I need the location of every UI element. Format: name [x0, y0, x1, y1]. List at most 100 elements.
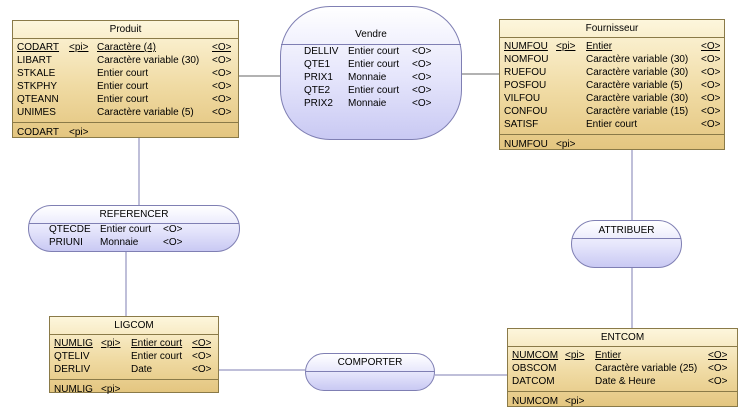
attribute-identifier	[101, 363, 131, 376]
attribute-row: NUMFOU<pi>Entier<O>	[504, 40, 724, 53]
attribute-identifier	[69, 80, 97, 93]
attribute-name: PRIX1	[304, 72, 333, 83]
attribute-mandatory: <O>	[212, 55, 232, 66]
attribute-type: Entier court	[131, 351, 183, 362]
attribute-type: Monnaie	[100, 237, 139, 248]
attribute-type: Caractère variable (30)	[586, 67, 689, 78]
association-divider	[281, 44, 461, 45]
association-title: ATTRIBUER	[598, 225, 655, 236]
attribute-mandatory: <O>	[192, 364, 212, 375]
attribute-name: DERLIV	[54, 364, 91, 375]
entity-produit[interactable]: Produit CODART<pi>Caractère (4)<O>LIBART…	[12, 20, 239, 138]
attribute-identifier	[69, 93, 97, 106]
attribute-row: RUEFOU Caractère variable (30) <O>	[504, 66, 724, 79]
identifier-tag: <pi>	[101, 384, 121, 395]
attribute-type: Entier court	[97, 68, 149, 79]
attribute-row: NUMCOM<pi>Entier<O>	[512, 349, 737, 362]
attribute-identifier: <pi>	[556, 41, 576, 52]
attribute-type: Entier	[586, 41, 613, 52]
association-title: REFERENCER	[99, 209, 169, 220]
association-divider	[572, 238, 681, 239]
association-title: Vendre	[355, 29, 387, 40]
attribute-mandatory: <O>	[701, 54, 721, 65]
attribute-mandatory: <O>	[708, 363, 728, 374]
identifier-tag: <pi>	[69, 127, 89, 138]
attribute-type: Entier court	[348, 46, 400, 57]
identifier-name: NUMLIG	[54, 384, 93, 395]
attribute-name: QTE2	[304, 85, 331, 96]
attribute-list: NUMLIG<pi>Entier court<O>QTELIV Entier co…	[50, 335, 218, 379]
attribute-mandatory: <O>	[412, 98, 432, 109]
attribute-type: Monnaie	[348, 72, 387, 83]
association-vendre[interactable]: Vendre DELLIV Entier court <O> QTE1 Entier c…	[280, 6, 462, 140]
attribute-type: Date & Heure	[595, 376, 656, 387]
attribute-row: DELLIV Entier court <O>	[304, 45, 431, 58]
attribute-mandatory: <O>	[192, 338, 212, 349]
attribute-mandatory: <O>	[412, 59, 432, 70]
attribute-mandatory: <O>	[701, 80, 721, 91]
attribute-identifier	[69, 54, 97, 67]
attribute-identifier	[556, 79, 586, 92]
identifier-list: NUMCOM<pi>	[508, 391, 737, 410]
attribute-name: NUMLIG	[54, 338, 93, 349]
identifier-list: NUMFOU<pi>	[500, 134, 724, 153]
attribute-name: CONFOU	[504, 106, 548, 117]
identifier-name: CODART	[17, 127, 60, 138]
attribute-mandatory: <O>	[192, 351, 212, 362]
attribute-mandatory: <O>	[212, 42, 232, 53]
attribute-mandatory: <O>	[163, 237, 183, 248]
attribute-mandatory: <O>	[212, 107, 232, 118]
attribute-identifier	[556, 53, 586, 66]
attribute-identifier	[556, 66, 586, 79]
identifier-tag: <pi>	[565, 396, 585, 407]
identifier-tag: <pi>	[556, 139, 576, 150]
attribute-name: NUMCOM	[512, 350, 559, 361]
association-comporter[interactable]: COMPORTER	[305, 353, 435, 391]
attribute-row: PRIX1 Monnaie <O>	[304, 71, 431, 84]
attribute-name: DATCOM	[512, 376, 555, 387]
attribute-mandatory: <O>	[701, 67, 721, 78]
identifier-row: NUMCOM<pi>	[512, 395, 737, 408]
attribute-mandatory: <O>	[708, 350, 728, 361]
attribute-mandatory: <O>	[412, 46, 432, 57]
attribute-name: QTELIV	[54, 351, 90, 362]
attribute-name: DELLIV	[304, 46, 339, 57]
attribute-mandatory: <O>	[701, 106, 721, 117]
attribute-name: QTE1	[304, 59, 331, 70]
attribute-name: STKPHY	[17, 81, 58, 92]
attribute-name: RUEFOU	[504, 67, 547, 78]
attribute-row: DATCOM Date & Heure <O>	[512, 375, 737, 388]
attribute-name: UNIMES	[17, 107, 56, 118]
attribute-mandatory: <O>	[708, 376, 728, 387]
attribute-identifier	[556, 105, 586, 118]
attribute-name: SATISF	[504, 119, 539, 130]
attribute-name: POSFOU	[504, 80, 547, 91]
entity-title: ENTCOM	[508, 329, 737, 347]
attribute-row: QTE1 Entier court <O>	[304, 58, 431, 71]
attribute-identifier	[556, 118, 586, 131]
attribute-mandatory: <O>	[701, 93, 721, 104]
attribute-name: CODART	[17, 42, 60, 53]
attribute-mandatory: <O>	[412, 72, 432, 83]
attribute-type: Entier court	[100, 224, 152, 235]
identifier-row: NUMLIG <pi>	[54, 383, 218, 396]
attribute-type: Caractère variable (30)	[586, 93, 689, 104]
association-attribuer[interactable]: ATTRIBUER	[571, 220, 682, 268]
attribute-name: QTEANN	[17, 94, 59, 105]
attribute-type: Entier court	[586, 119, 638, 130]
attribute-row: NUMLIG<pi>Entier court<O>	[54, 337, 218, 350]
attribute-type: Entier court	[348, 59, 400, 70]
entity-title: Produit	[13, 21, 238, 39]
